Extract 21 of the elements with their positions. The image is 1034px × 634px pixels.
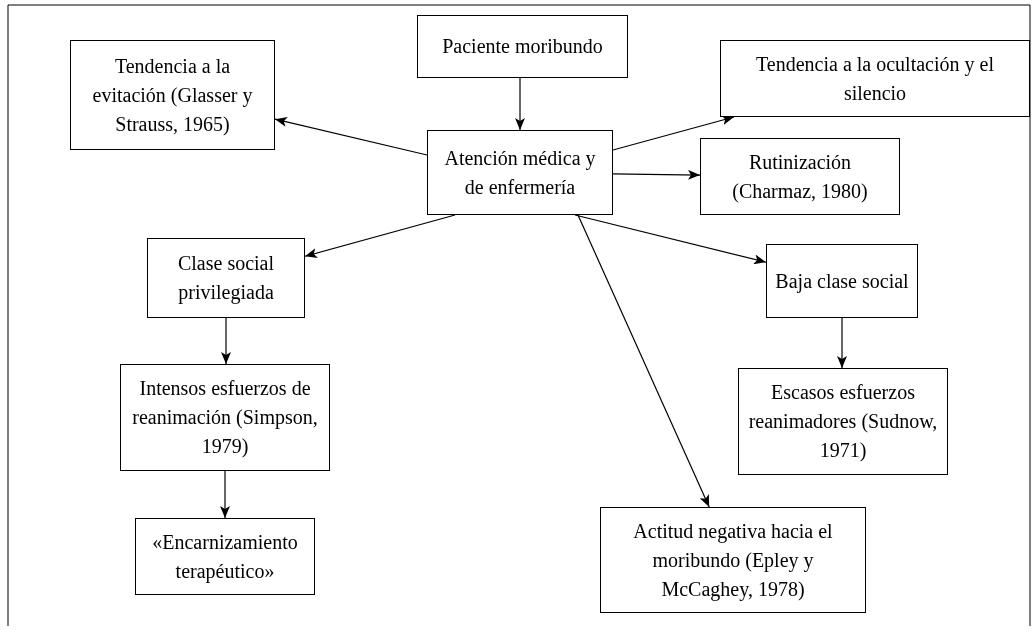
text-box: Tendencia a la evitación (Glasser y Strauss, 1965): [70, 40, 275, 150]
arrow: [221, 317, 231, 365]
text-box: Paciente moribundo: [417, 15, 628, 78]
arrow: [304, 214, 456, 258]
text-box: Escasos esfuerzos reanimadores (Sudnow, 1971): [738, 368, 948, 475]
arrow: [515, 77, 525, 131]
arrow: [274, 117, 428, 156]
text-box: Actitud negativa hacia el moribundo (Epley y McCaghey, 1978): [600, 507, 866, 613]
text-box: Tendencia a la ocultación y el silencio: [720, 40, 1030, 117]
text-box: Clase social privilegiada: [147, 238, 305, 318]
text-box: Rutinización (Charmaz, 1980): [700, 138, 900, 215]
text-box: Baja clase social: [766, 244, 918, 318]
arrow: [612, 169, 701, 180]
arrow: [220, 470, 230, 519]
text-box: Atención médica y de enfermería: [427, 130, 613, 215]
arrow: [837, 317, 847, 369]
arrow: [612, 115, 735, 151]
text-box: «Encarnizamiento terapéutico»: [135, 518, 315, 595]
arrow: [574, 214, 767, 265]
text-box: Intensos esfuerzos de reanimación (Simpson, 1979): [120, 364, 330, 471]
arrow: [577, 214, 710, 508]
